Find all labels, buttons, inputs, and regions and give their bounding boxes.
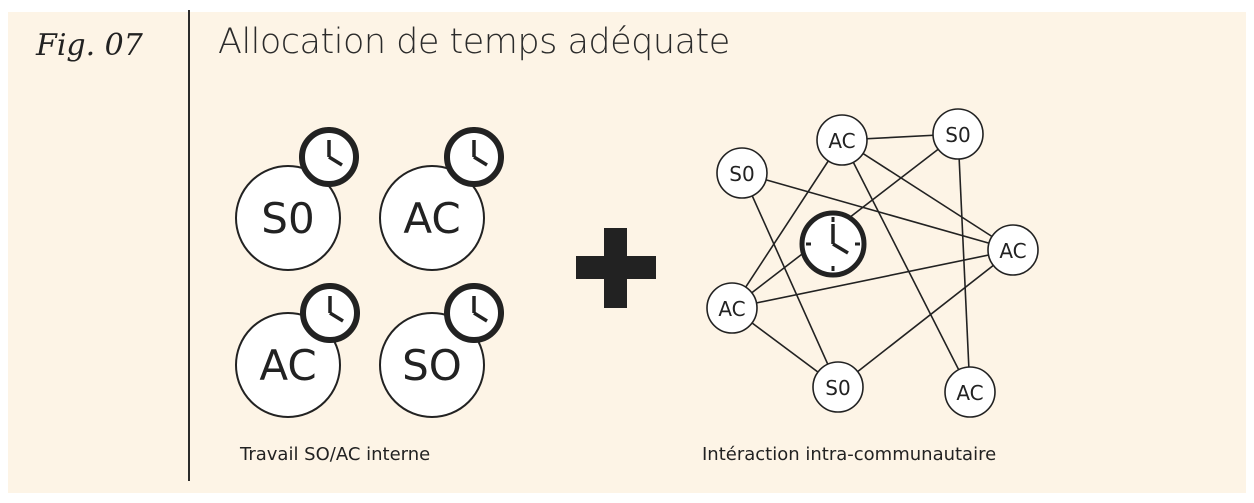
- clock-icon: [444, 283, 504, 343]
- network-node-2: S0: [932, 108, 984, 160]
- edge: [957, 133, 971, 393]
- left-node-1-label: S0: [261, 194, 314, 243]
- edge: [731, 139, 843, 309]
- network-node-3: S0: [716, 147, 768, 199]
- edge: [841, 139, 1014, 251]
- network-edges: [731, 133, 1014, 393]
- edge: [731, 249, 1014, 309]
- edge: [837, 249, 1014, 388]
- center-clock-icon: [799, 210, 867, 278]
- edge: [741, 172, 839, 388]
- left-node-3: AC: [235, 312, 341, 418]
- network-node-2-label: S0: [945, 123, 970, 147]
- left-node-3-label: AC: [259, 341, 316, 390]
- network-node-4: AC: [987, 224, 1039, 276]
- network-node-6: S0: [812, 361, 864, 413]
- figure-title: Allocation de temps adéquate: [218, 22, 730, 62]
- network-node-7-label: AC: [956, 381, 983, 405]
- network-node-3-label: S0: [729, 162, 754, 186]
- figure-label: Fig. 07: [36, 28, 143, 63]
- left-caption: Travail SO/AC interne: [240, 444, 431, 465]
- network-node-6-label: S0: [825, 376, 850, 400]
- left-node-2-label: AC: [403, 194, 460, 243]
- left-node-4: SO: [379, 312, 485, 418]
- network-node-7: AC: [944, 366, 996, 418]
- left-node-4-label: SO: [402, 341, 462, 390]
- network-node-4-label: AC: [999, 239, 1026, 263]
- network-node-5-label: AC: [718, 297, 745, 321]
- left-node-1: S0: [235, 165, 341, 271]
- plus-icon: [576, 228, 656, 308]
- clock-icon: [300, 283, 360, 343]
- left-node-2: AC: [379, 165, 485, 271]
- network-node-1: AC: [816, 114, 868, 166]
- network-node-5: AC: [706, 282, 758, 334]
- network-node-1-label: AC: [828, 129, 855, 153]
- divider: [188, 10, 190, 481]
- clock-icon: [444, 127, 504, 187]
- clock-icon: [299, 127, 359, 187]
- edge: [841, 139, 971, 393]
- edge: [741, 172, 1014, 251]
- right-caption: Intéraction intra-communautaire: [702, 444, 997, 465]
